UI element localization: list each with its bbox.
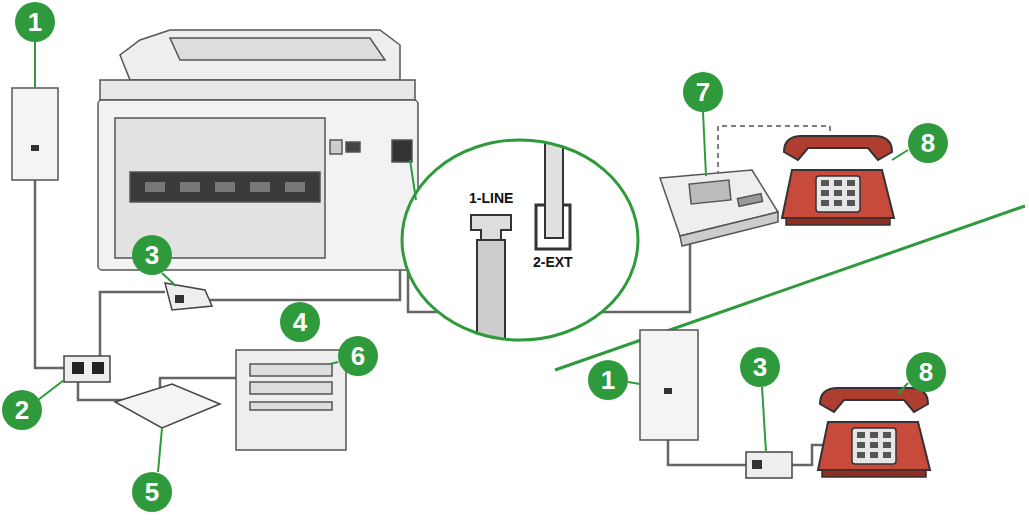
callout-number: 8 <box>908 123 948 163</box>
dsl-filter <box>165 283 212 310</box>
callout-number: 8 <box>906 352 946 392</box>
dsl-filter <box>746 452 792 478</box>
leader-lines <box>35 40 908 472</box>
answering-machine <box>660 170 778 246</box>
port-label: 1-LINE <box>467 190 515 206</box>
callout-number: 1 <box>15 2 55 42</box>
dsl-modem <box>115 384 220 428</box>
callout-number: 3 <box>740 347 780 387</box>
callout-number: 4 <box>280 302 320 342</box>
callout-number: 3 <box>132 235 172 275</box>
port-label: 2-EXT <box>531 254 575 270</box>
wall-jack <box>640 330 698 440</box>
callout-number: 7 <box>683 72 723 112</box>
divider-line <box>555 206 1025 370</box>
all-in-one-printer <box>98 30 418 270</box>
callout-number: 5 <box>132 472 172 512</box>
callout-number: 1 <box>588 360 628 400</box>
computer <box>236 350 346 450</box>
telephone <box>782 136 894 225</box>
callout-number: 6 <box>338 336 378 376</box>
wall-jack <box>12 88 58 180</box>
telephone <box>818 388 930 477</box>
splitter <box>64 356 110 382</box>
dashed-link <box>718 126 830 176</box>
port-magnifier <box>402 140 638 350</box>
callout-number: 2 <box>2 390 42 430</box>
